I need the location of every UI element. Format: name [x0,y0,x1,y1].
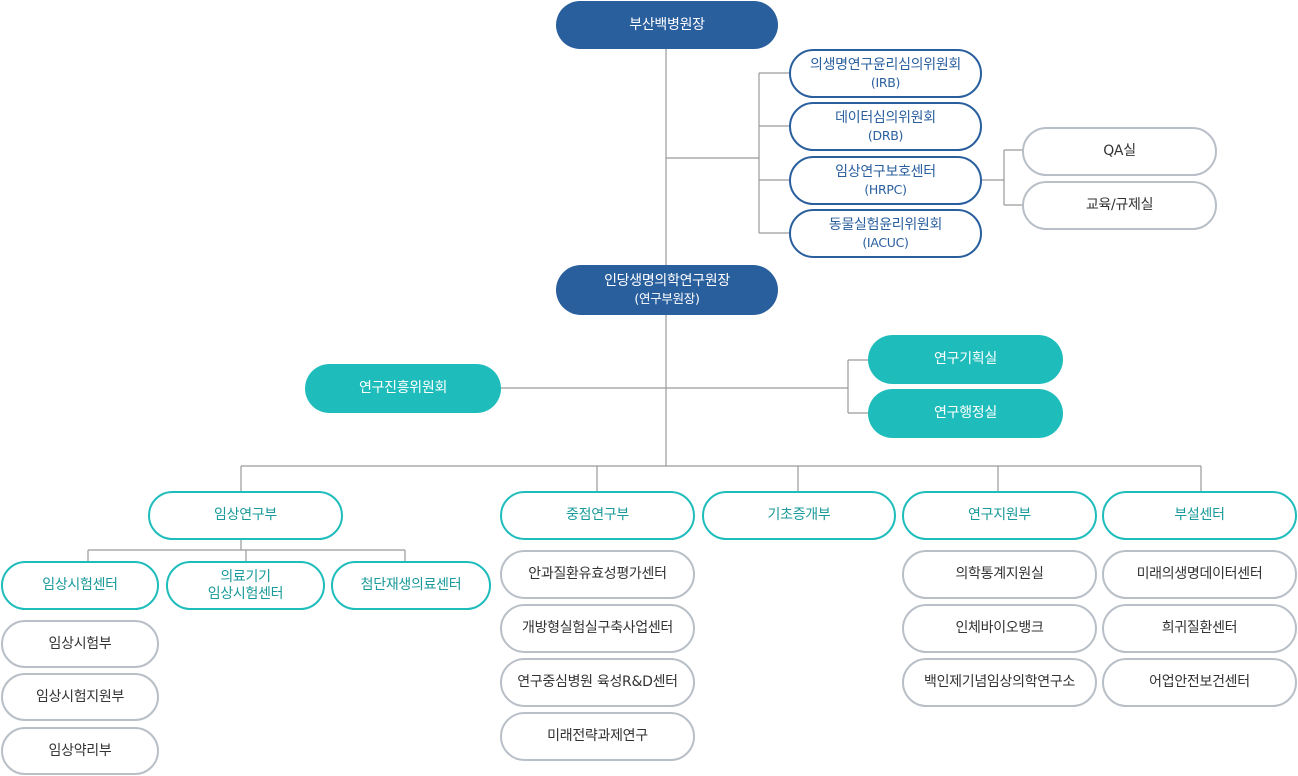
clinical-trial-unit-1-label: 임상시험부 [48,635,112,652]
research-administration-office-label: 연구행정실 [934,405,997,421]
research-planning-office-label: 연구기획실 [934,351,997,367]
focus-unit-2-label: 개방형실험실구축사업센터 [522,620,673,636]
irb-label: 의생명연구윤리심의위원회 [810,56,961,73]
affiliated-unit-2-label: 희귀질환센터 [1161,620,1238,636]
research-support-division-box: 연구지원부 [902,491,1097,540]
research-planning-office-box: 연구기획실 [868,335,1063,384]
hospital-director-box: 부산백병원장 [556,1,778,49]
basic-translational-division-box: 기초증개부 [702,491,896,540]
clinical-trial-unit-3-label: 임상약리부 [48,742,112,759]
medical-device-trial-center-box: 의료기기 임상시험센터 [166,561,325,610]
research-promotion-committee-label: 연구진흥위원회 [358,380,448,396]
affiliated-centers-division-label: 부설센터 [1174,507,1225,523]
research-promotion-committee-box: 연구진흥위원회 [305,364,501,413]
support-unit-3-box: 백인제기념임상의학연구소 [902,658,1097,707]
affiliated-centers-division-box: 부설센터 [1102,491,1297,540]
irb-abbr: (IRB) [870,74,901,90]
focus-unit-1-box: 안과질환유효성평가센터 [500,550,695,599]
qa-office-label: QA실 [1103,143,1136,159]
clinical-research-division-box: 임상연구부 [148,491,343,540]
focus-unit-3-label: 연구중심병원 육성R&D센터 [517,674,678,690]
regenerative-medicine-center-box: 첨단재생의료센터 [331,561,491,610]
affiliated-unit-1-box: 미래의생명데이터센터 [1102,550,1297,599]
regenerative-medicine-center-label: 첨단재생의료센터 [360,577,462,593]
education-regulation-office-box: 교육/규제실 [1022,181,1217,230]
clinical-trial-unit-2-label: 임상시험지원부 [35,688,125,705]
irb-box: 의생명연구윤리심의위원회 (IRB) [789,49,982,98]
affiliated-unit-2-box: 희귀질환센터 [1102,604,1297,653]
medical-device-trial-center-line2: 임상시험센터 [207,585,284,602]
institute-director-label: 인당생명의학연구원장 [604,273,730,289]
focus-unit-1-label: 안과질환유효성평가센터 [528,566,667,582]
drb-abbr: (DRB) [867,127,904,143]
support-unit-3-label: 백인제기념임상의학연구소 [924,674,1075,690]
hrpc-box: 임상연구보호센터 (HRPC) [789,156,982,205]
basic-translational-division-label: 기초증개부 [767,507,831,523]
research-support-division-label: 연구지원부 [968,507,1031,523]
iacuc-abbr: (IACUC) [862,234,909,250]
hrpc-label: 임상연구보호센터 [835,163,936,180]
affiliated-unit-3-label: 어업안전보건센터 [1149,674,1250,690]
research-administration-office-box: 연구행정실 [868,389,1063,438]
hrpc-abbr: (HRPC) [864,181,907,197]
focus-unit-3-box: 연구중심병원 육성R&D센터 [500,658,695,707]
focus-unit-2-box: 개방형실험실구축사업센터 [500,604,695,653]
clinical-trial-center-box: 임상시험센터 [1,561,159,610]
focus-unit-4-label: 미래전략과제연구 [547,728,648,744]
clinical-trial-unit-3-box: 임상약리부 [1,727,159,775]
drb-box: 데이터심의위원회 (DRB) [789,102,982,151]
focus-research-division-label: 중점연구부 [566,507,629,523]
support-unit-1-box: 의학통계지원실 [902,550,1097,599]
institute-director-box: 인당생명의학연구원장 (연구부원장) [556,265,778,315]
affiliated-unit-1-label: 미래의생명데이터센터 [1136,566,1263,582]
support-unit-2-box: 인체바이오뱅크 [902,604,1097,653]
drb-label: 데이터심의위원회 [835,109,936,126]
focus-unit-4-box: 미래전략과제연구 [500,712,695,761]
support-unit-2-label: 인체바이오뱅크 [955,620,1044,636]
hospital-director-label: 부산백병원장 [629,16,705,33]
education-regulation-office-label: 교육/규제실 [1085,197,1154,213]
support-unit-1-label: 의학통계지원실 [955,566,1044,582]
institute-director-sub: (연구부원장) [634,291,700,306]
qa-office-box: QA실 [1022,127,1217,176]
clinical-trial-unit-1-box: 임상시험부 [1,620,159,668]
iacuc-box: 동물실험윤리위원회 (IACUC) [789,209,982,258]
clinical-trial-center-label: 임상시험센터 [42,577,118,593]
affiliated-unit-3-box: 어업안전보건센터 [1102,658,1297,707]
clinical-trial-unit-2-box: 임상시험지원부 [1,673,159,721]
iacuc-label: 동물실험윤리위원회 [828,216,943,233]
medical-device-trial-center-line1: 의료기기 [220,568,271,585]
clinical-research-division-label: 임상연구부 [214,507,277,523]
focus-research-division-box: 중점연구부 [500,491,695,540]
